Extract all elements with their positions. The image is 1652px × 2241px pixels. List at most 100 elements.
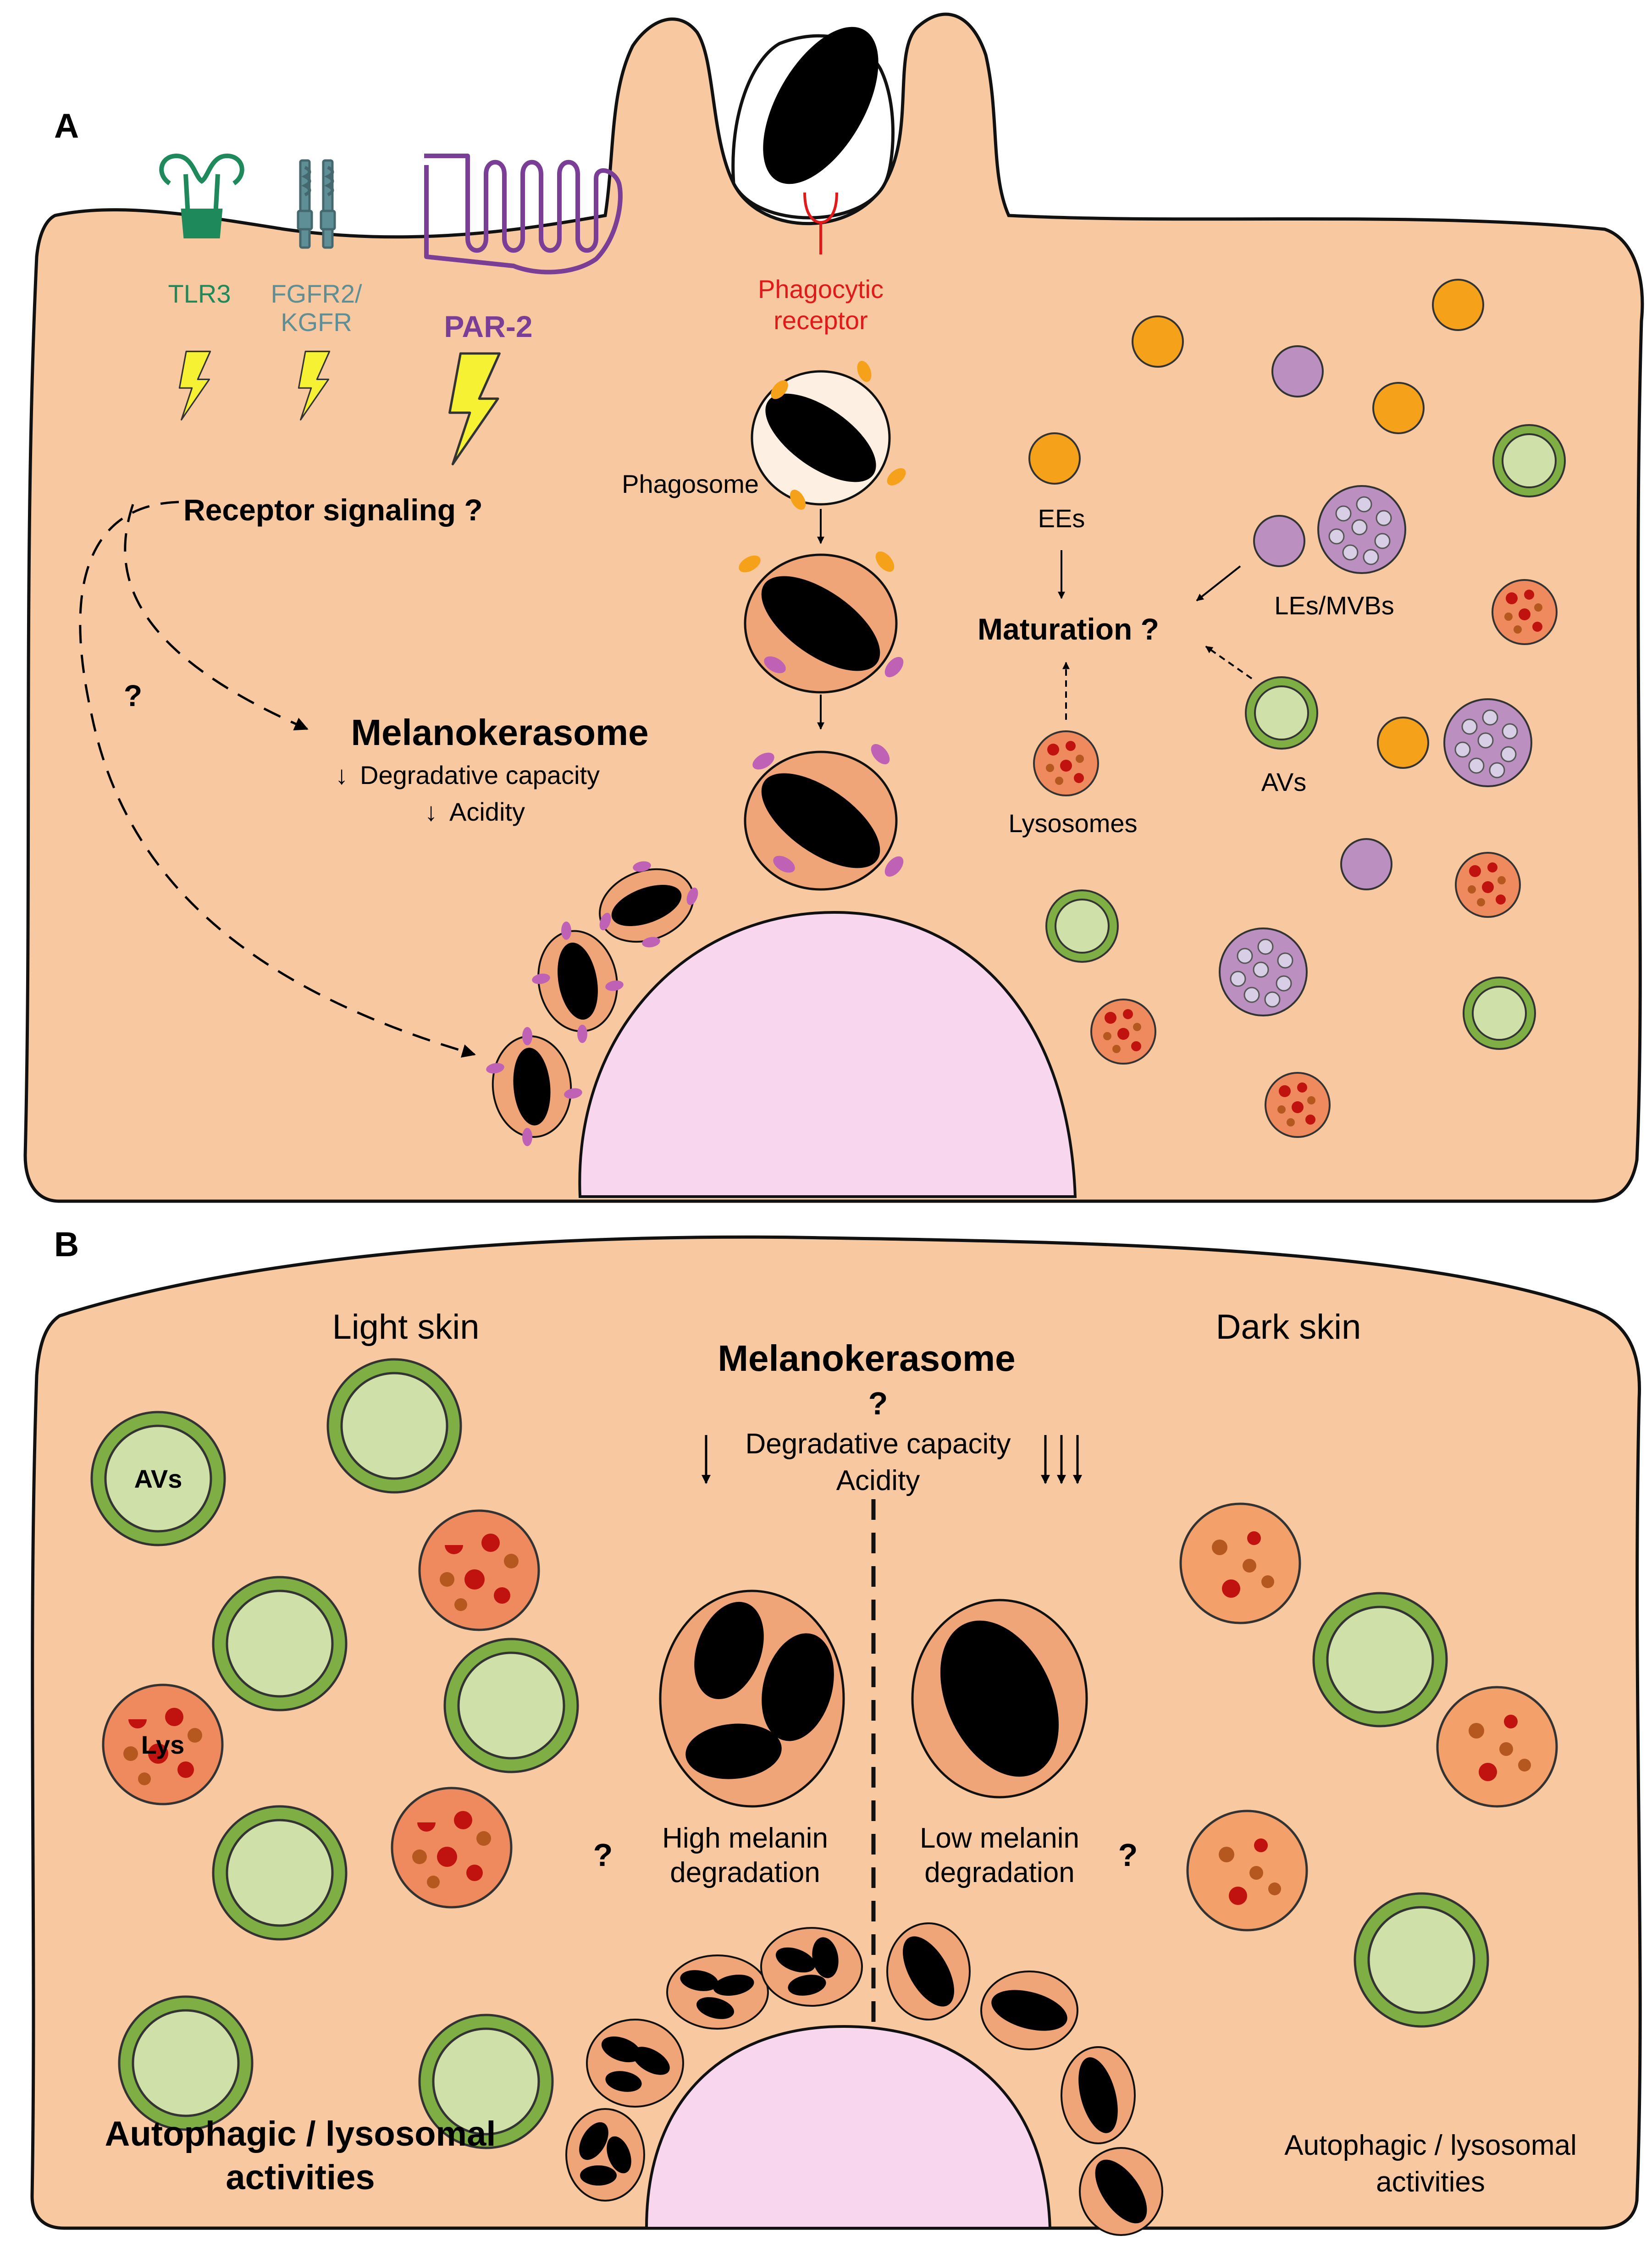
tlr3-receptor-icon (159, 153, 244, 238)
high-degradation-label-2: degradation (670, 1857, 820, 1888)
high-degradation-label-1: High melanin (662, 1822, 828, 1854)
melanokerasome-b-question: ? (868, 1385, 888, 1421)
melanokerasome-label: Melanokerasome (351, 712, 648, 753)
acidity-arrow-icon: ↓ (425, 797, 437, 826)
melanokerasome-perinuclear (532, 922, 624, 1043)
autophagic-vacuole-labeled: AVs (92, 1412, 225, 1545)
lysosome (1265, 1072, 1331, 1138)
nucleus-b (645, 2025, 1052, 2230)
melanokerasome-perinuclear-dark (1061, 2046, 1136, 2144)
lysosome (1455, 852, 1521, 918)
par2-label: PAR-2 (444, 309, 532, 343)
lysosome (1181, 1504, 1300, 1623)
early-endosome (1377, 717, 1429, 769)
degradative-arrow-icon: ↓ (335, 761, 348, 789)
avs-label: AVs (1261, 767, 1307, 796)
phagocytic-receptor-label-1: Phagocytic (758, 275, 884, 304)
panel-b-letter: B (54, 1225, 79, 1264)
autophagic-right-label-2: activities (1376, 2166, 1485, 2198)
autophagic-left-label-2: activities (226, 2158, 375, 2197)
melanokerasome-b-label: Melanokerasome (718, 1338, 1015, 1379)
panel-b: B Light skin Dark skin Melanokerasome ? … (30, 1225, 1642, 2236)
melanokerasome-perinuclear-light (586, 2019, 684, 2108)
autophagic-vacuole (213, 1577, 346, 1710)
dark-degradation-question: ? (1118, 1837, 1138, 1873)
phagocytic-receptor-icon (803, 192, 838, 254)
lysosome (1437, 1687, 1557, 1806)
early-endosome (1432, 279, 1484, 331)
lysosome (1033, 730, 1099, 796)
avs-b-label: AVs (134, 1464, 182, 1493)
melanokerasome-perinuclear (486, 1027, 582, 1146)
low-degradation-label-1: Low melanin (920, 1822, 1079, 1854)
maturation-label: Maturation ? (978, 612, 1159, 646)
fgfr2-label-1: FGFR2/ (271, 279, 362, 308)
melanokerasome-perinuclear-dark (1079, 2147, 1163, 2236)
multivesicular-body (1219, 927, 1308, 1016)
melanokerasome-perinuclear-dark (980, 1971, 1078, 2050)
melanokerasome-perinuclear-light (760, 1927, 863, 2007)
lys-b-label: Lys (141, 1730, 184, 1759)
lysosome (1090, 999, 1156, 1065)
triple-down-arrow-icon (1041, 1435, 1082, 1484)
par2-receptor-icon (424, 154, 623, 275)
signal-arrow-perinuclear (79, 501, 476, 1058)
autophagic-vacuole (119, 1997, 252, 2130)
phagosome-early (751, 360, 906, 510)
avs-to-maturation-arrow (1205, 646, 1253, 679)
phagocytic-receptor-label-2: receptor (774, 306, 867, 335)
lysosome-labeled: Lys (103, 1685, 222, 1804)
nucleus-a (578, 911, 1077, 1198)
autophagic-vacuole (1492, 424, 1566, 497)
lysosome (1188, 1811, 1307, 1930)
light-skin-label: Light skin (332, 1308, 479, 1347)
multivesicular-body (1317, 485, 1406, 574)
fgfr2-label-2: KGFR (281, 308, 352, 337)
autophagic-vacuole (1355, 1893, 1488, 2026)
autophagic-vacuole (1245, 676, 1318, 750)
degradative-b-label: Degradative capacity (746, 1428, 1011, 1460)
melanokerasome-light-skin (659, 1590, 845, 1808)
melanokerasome-perinuclear-dark (886, 1922, 971, 2020)
ees-label: EEs (1038, 504, 1085, 533)
melanokerasome-perinuclear (599, 861, 698, 948)
melanokerasome-perinuclear-light (565, 2108, 645, 2202)
multivesicular-body (1443, 698, 1532, 787)
dark-skin-label: Dark skin (1216, 1308, 1361, 1347)
melanokerasome-dark-skin (911, 1599, 1088, 1799)
autophagic-vacuole (1463, 977, 1536, 1050)
lysosome (420, 1511, 539, 1630)
late-endosome (1271, 345, 1324, 397)
low-degradation-label-2: degradation (924, 1857, 1075, 1888)
early-endosome (1132, 315, 1184, 368)
early-endosome (1028, 432, 1081, 485)
autophagic-vacuole (1314, 1593, 1447, 1726)
lysosome (392, 1788, 511, 1907)
tlr3-label: TLR3 (168, 279, 231, 308)
autophagic-vacuole (213, 1806, 346, 1939)
acidity-label: Acidity (449, 797, 525, 826)
les-mvbs-label: LEs/MVBs (1274, 591, 1394, 620)
phagosome-late (744, 744, 904, 891)
autophagic-left-label-1: Autophagic / lysosomal (105, 2114, 496, 2153)
degradative-capacity-label: Degradative capacity (360, 761, 600, 789)
panel-a-letter: A (54, 106, 79, 145)
receptor-signaling-label: Receptor signaling ? (183, 493, 483, 527)
early-endosome (1372, 382, 1425, 434)
late-endosome (1253, 515, 1305, 567)
phagosome-intermediate (739, 551, 904, 694)
acidity-b-label: Acidity (836, 1465, 920, 1496)
late-endosome (1340, 838, 1392, 890)
unknown-pathway-question: ? (124, 679, 142, 712)
phagosome-label: Phagosome (622, 469, 759, 498)
autophagic-vacuole (445, 1639, 578, 1772)
autophagic-vacuole (328, 1359, 461, 1492)
fgfr2-receptor-icon (297, 159, 336, 249)
les-to-maturation-arrow (1196, 565, 1241, 602)
melanokerasome-perinuclear-light (666, 1954, 769, 2030)
autophagic-vacuole (1045, 889, 1119, 963)
lysosome (1492, 579, 1558, 645)
signal-arrow-melanokerasome (124, 504, 309, 730)
autophagic-right-label-1: Autophagic / lysosomal (1284, 2130, 1577, 2161)
